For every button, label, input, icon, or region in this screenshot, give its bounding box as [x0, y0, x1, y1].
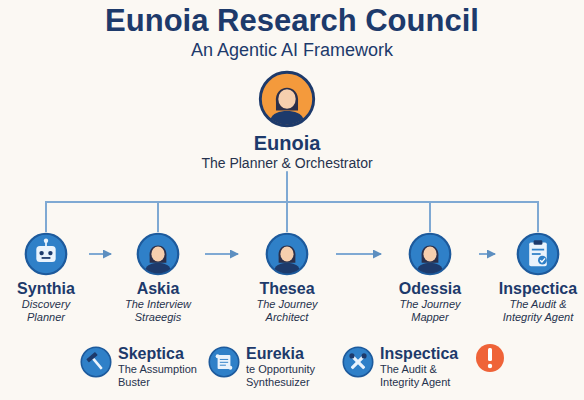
warning-dot: [488, 364, 492, 368]
icon-part: [279, 245, 296, 262]
icon-part: [48, 251, 52, 255]
agent-name: Skeptica: [118, 344, 200, 363]
icon-part: [280, 247, 293, 262]
icon-part: [146, 263, 171, 273]
icon-part: [422, 245, 439, 262]
icon-part: [39, 251, 43, 255]
text-column: Eurekiate Opportunity Synthesuizer: [246, 344, 334, 390]
agent-name: Eunoia: [254, 131, 321, 155]
icon-part: [36, 246, 55, 262]
agent-node: EunoiaThe Planner & Orchestrator: [177, 70, 397, 172]
connector: [89, 253, 111, 255]
agent-node: InspecticaThe Audit & Integrity Agent: [496, 232, 580, 325]
icon-part: [228, 366, 232, 370]
robot-icon: [24, 232, 68, 276]
icon-part: [81, 347, 110, 376]
person-icon: [408, 232, 452, 276]
agent-name: Thesea: [259, 279, 314, 298]
icon-part: [534, 240, 543, 244]
agent-role: The Audit & Integrity Agent: [496, 298, 580, 324]
tools-icon: [80, 346, 112, 378]
agent-card: Eurekiate Opportunity Synthesuizer: [208, 344, 334, 390]
agent-name: Askia: [137, 279, 180, 298]
icon-part: [349, 353, 354, 358]
icon-part: [538, 256, 547, 265]
icon-part: [138, 234, 178, 274]
icon-part: [220, 362, 228, 363]
icon-part: [220, 365, 226, 366]
warning-bar: [488, 348, 492, 361]
icon-part: [278, 89, 295, 109]
connector: [336, 253, 381, 255]
agent-name: Synthia: [17, 279, 75, 298]
icon-part: [540, 258, 545, 262]
agent-name: Inspectica: [380, 344, 468, 363]
agent-role: te Opportunity Synthesuizer: [246, 363, 334, 389]
icon-part: [529, 243, 547, 267]
icon-part: [86, 352, 97, 363]
clip-icon: [516, 232, 560, 276]
person-icon: [258, 70, 316, 128]
icon-part: [418, 263, 443, 273]
wrench-icon: [342, 346, 374, 378]
icon-part: [209, 347, 238, 376]
icon-part: [216, 354, 220, 358]
icon-part: [218, 355, 231, 369]
icon-part: [532, 253, 541, 255]
icon-part: [220, 359, 228, 360]
agent-name: Odessia: [399, 279, 461, 298]
text-column: InspecticaThe Audit & Integrity Agent: [380, 344, 468, 390]
icon-part: [275, 263, 300, 273]
agent-role: The Interview Straeegis: [112, 298, 204, 324]
scroll-icon: [208, 346, 240, 378]
warning-circle: [476, 344, 504, 372]
text-column: SkepticaThe Assumption Buster: [118, 344, 200, 390]
icon-part: [410, 234, 450, 274]
agent-node: AskiaThe Interview Straeegis: [112, 232, 204, 325]
icon-part: [518, 234, 558, 274]
agent-card: InspecticaThe Audit & Integrity Agent: [342, 344, 468, 390]
agent-node: OdessiaThe Journey Mapper: [382, 232, 478, 325]
diagram-title: Eunoia Research Council: [0, 2, 584, 39]
subtitle: An Agentic AI Framework: [0, 40, 584, 62]
agent-role: The Journey Architect: [239, 298, 335, 324]
agent-role: The Journey Mapper: [382, 298, 478, 324]
connector: [205, 253, 238, 255]
icon-part: [362, 353, 367, 358]
icon-part: [42, 257, 51, 259]
agent-role: Discovery Planner: [4, 298, 88, 324]
agent-role: The Audit & Integrity Agent: [380, 363, 468, 389]
connector: [46, 172, 287, 232]
agent-node: SynthiaDiscovery Planner: [4, 232, 88, 325]
agent-role: The Planner & Orchestrator: [201, 155, 372, 172]
icon-part: [423, 247, 436, 262]
icon-part: [44, 239, 48, 243]
icon-part: [532, 249, 544, 251]
icon-part: [343, 347, 372, 376]
connector: [158, 172, 287, 232]
agent-name: Eurekia: [246, 344, 334, 363]
agent-name: Inspectica: [499, 279, 577, 298]
icon-part: [151, 247, 164, 262]
icon-part: [271, 111, 303, 125]
icon-part: [260, 72, 313, 125]
icon-part: [150, 245, 167, 262]
agent-card: SkepticaThe Assumption Buster: [80, 344, 200, 390]
icon-part: [276, 88, 298, 111]
connector: [479, 253, 495, 255]
icon-part: [26, 234, 66, 274]
agent-node: TheseaThe Journey Architect: [239, 232, 335, 325]
person-icon: [265, 232, 309, 276]
connector: [287, 172, 538, 232]
icon-part: [267, 234, 307, 274]
person-icon: [136, 232, 180, 276]
agent-role: The Assumption Buster: [118, 363, 200, 389]
warning-icon: [476, 344, 504, 372]
